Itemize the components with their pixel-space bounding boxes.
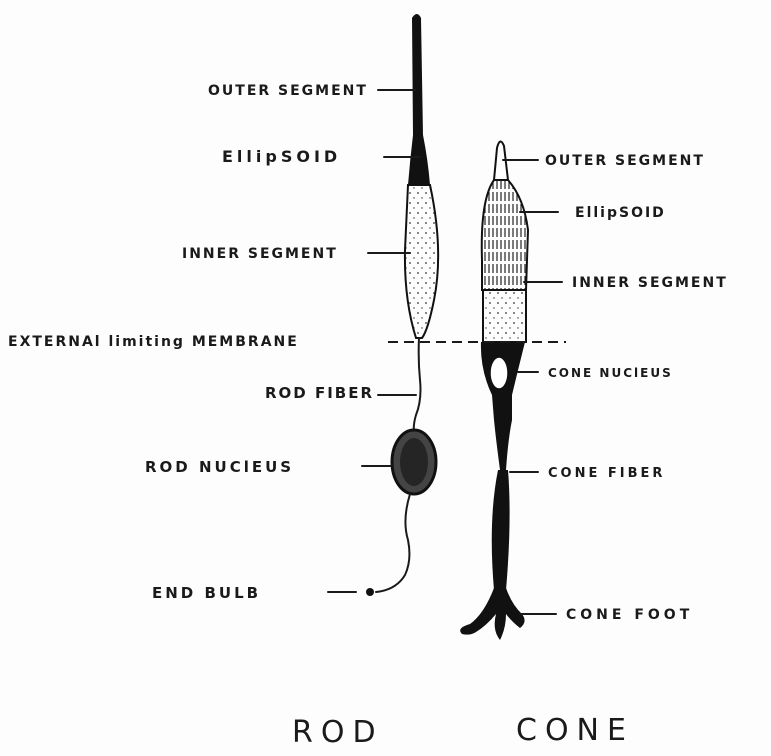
rod-fiber (414, 338, 421, 440)
cone-inner-segment (483, 290, 526, 342)
cone-cell (460, 141, 528, 640)
rod-nucleus-label: ROD NUClEUS (145, 458, 294, 476)
cone-fiber-label: CONE FIBER (548, 466, 665, 481)
cone-inner-segment-label: INNER SEGMENT (572, 275, 728, 291)
rod-fiber-label: ROD FIBER (265, 384, 374, 402)
rod-inner-segment (405, 185, 438, 338)
cone-nucleus-label: CONE NUClEUS (548, 366, 673, 380)
rod-inner-segment-label: INNER SEGMENT (182, 246, 338, 262)
cone-fiber (492, 470, 510, 590)
end-bulb-label: END BULB (152, 584, 261, 602)
cone-outer-segment-label: OUTER SEGMENT (545, 153, 705, 169)
rod-ellipsoid-label: EllipSOID (222, 147, 341, 166)
cone-ellipsoid-label: EllipSOID (575, 205, 666, 221)
cone-ellipsoid (482, 180, 528, 290)
rod-title: ROD (292, 715, 384, 750)
rod-end-bulb (366, 588, 374, 596)
cone-nucleus (490, 357, 508, 389)
cone-foot (460, 588, 524, 640)
cone-title: CONE (516, 713, 634, 748)
cone-foot-label: CONE FOOT (566, 607, 693, 623)
rod-outer-segment-label: OUTER SEGMENT (208, 83, 368, 99)
rod-cell (366, 14, 438, 596)
rod-outer-segment (408, 14, 430, 185)
rod-axon (376, 494, 410, 592)
external-limiting-membrane-label: EXTERNAl limiting MEMBRANE (8, 334, 299, 350)
